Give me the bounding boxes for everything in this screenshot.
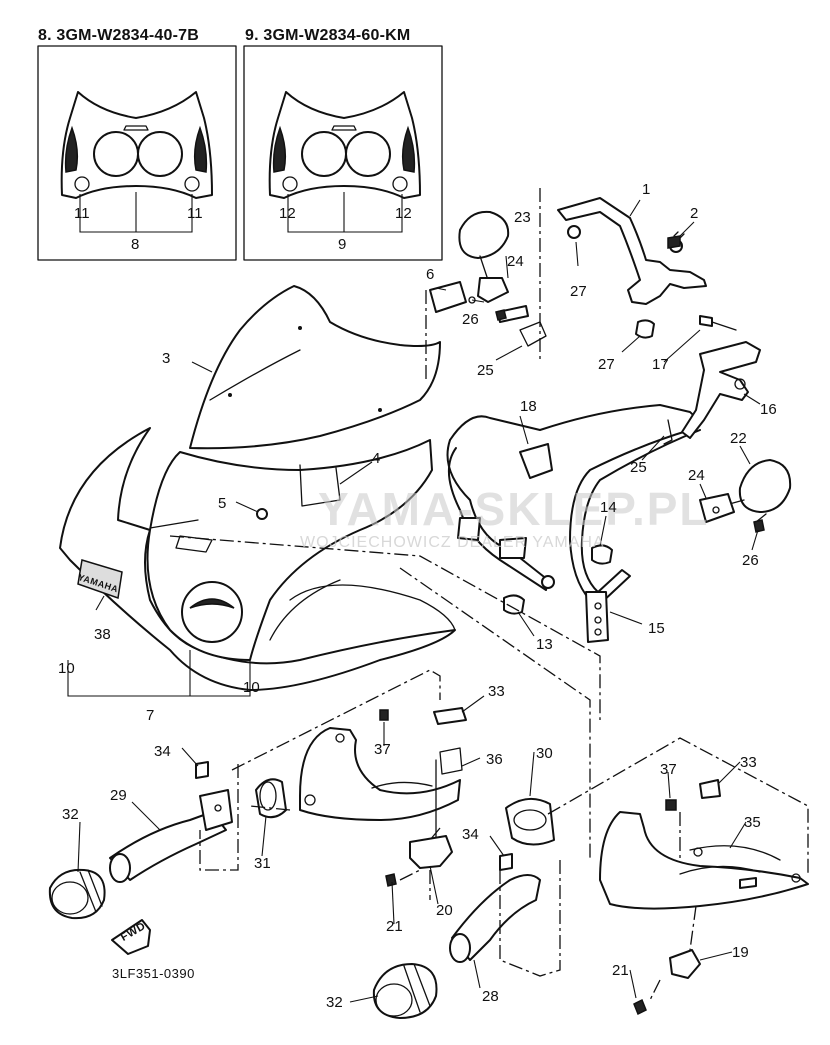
callout-14: 14 — [600, 499, 617, 516]
fwd-arrow — [111, 919, 151, 955]
inset-label-12b: 12 — [395, 205, 412, 222]
windscreen — [189, 285, 441, 450]
watermark-title: YAMA-SKLEP.PL — [318, 483, 710, 535]
clip-25a — [519, 321, 547, 347]
cushion-33a — [433, 707, 467, 725]
callout-5: 5 — [218, 495, 227, 512]
bracket-19 — [669, 949, 701, 979]
callout-32b: 32 — [326, 994, 343, 1011]
callout-34a: 34 — [154, 743, 171, 760]
inset-label-9: 9 — [338, 236, 347, 253]
watermark-subtitle: WOJCIECHOWICZ DEALER YAMAHA — [300, 534, 605, 551]
mirror-left — [429, 210, 529, 323]
callout-26b: 26 — [742, 552, 759, 569]
callout-24b: 24 — [688, 467, 705, 484]
callout-1: 1 — [642, 181, 651, 198]
inset-fairing-8 — [60, 91, 213, 233]
boot-32a — [48, 868, 106, 920]
callout-21b: 21 — [612, 962, 629, 979]
callout-32a: 32 — [62, 806, 79, 823]
callout-27a: 27 — [570, 283, 587, 300]
callout-37b: 37 — [660, 761, 677, 778]
inset-header-9: 9. 3GM-W2834-60-KM — [245, 27, 411, 44]
cushion-33b — [699, 779, 721, 799]
callout-4: 4 — [372, 450, 381, 467]
callout-34b: 34 — [462, 826, 479, 843]
callout-10a: 10 — [58, 660, 75, 677]
inset-label-11b: 11 — [187, 205, 203, 222]
callout-13: 13 — [536, 636, 553, 653]
callout-23: 23 — [514, 209, 531, 226]
lower-bracket-36 — [299, 727, 463, 851]
inset-box-8 — [37, 45, 237, 261]
diagram-code: 3LF351-0390 — [112, 966, 195, 981]
callout-24a: 24 — [507, 253, 524, 270]
callout-18: 18 — [520, 398, 537, 415]
callout-33a: 33 — [488, 683, 505, 700]
callout-25b: 25 — [630, 459, 647, 476]
bracket-20 — [409, 835, 453, 869]
callout-22: 22 — [730, 430, 747, 447]
callout-19: 19 — [732, 944, 749, 961]
callout-2: 2 — [690, 205, 699, 222]
inset-label-8: 8 — [131, 236, 140, 253]
callout-38: 38 — [94, 626, 111, 643]
leader-lines — [67, 199, 761, 1003]
callout-35: 35 — [744, 814, 761, 831]
callout-30: 30 — [536, 745, 553, 762]
grommet-13 — [503, 594, 525, 615]
callout-3: 3 — [162, 350, 171, 367]
callout-20: 20 — [436, 902, 453, 919]
callout-7: 7 — [146, 707, 155, 724]
inset-label-11a: 11 — [74, 205, 90, 222]
callout-37a: 37 — [374, 741, 391, 758]
clip-25b — [663, 419, 673, 445]
mount-16 — [681, 315, 761, 439]
callout-6: 6 — [426, 266, 435, 283]
inset-label-12a: 12 — [279, 205, 296, 222]
air-duct-right — [449, 797, 555, 963]
callout-27b: 27 — [598, 356, 615, 373]
inset-header-8: 8. 3GM-W2834-40-7B — [38, 27, 199, 44]
callout-17: 17 — [652, 356, 669, 373]
callout-36: 36 — [486, 751, 503, 768]
assembly-lines — [169, 535, 809, 1001]
lower-bracket-35 — [599, 811, 809, 910]
callout-31: 31 — [254, 855, 271, 872]
callout-28: 28 — [482, 988, 499, 1005]
callout-29: 29 — [110, 787, 127, 804]
boot-32b — [372, 963, 438, 1019]
callout-26a: 26 — [462, 311, 479, 328]
screws — [379, 235, 765, 1016]
mirror-right — [699, 459, 792, 523]
callout-25a: 25 — [477, 362, 494, 379]
callout-33b: 33 — [740, 754, 757, 771]
callout-15: 15 — [648, 620, 665, 637]
upper-cowling — [59, 427, 456, 691]
inset-fairing-9 — [268, 91, 421, 233]
yamaha-badge — [77, 559, 123, 600]
callout-10b: 10 — [243, 679, 260, 696]
fairing-stay — [425, 188, 701, 643]
callout-16: 16 — [760, 401, 777, 418]
callout-21a: 21 — [386, 918, 403, 935]
inset-box-9 — [243, 45, 443, 261]
grommet-27 — [635, 319, 655, 339]
